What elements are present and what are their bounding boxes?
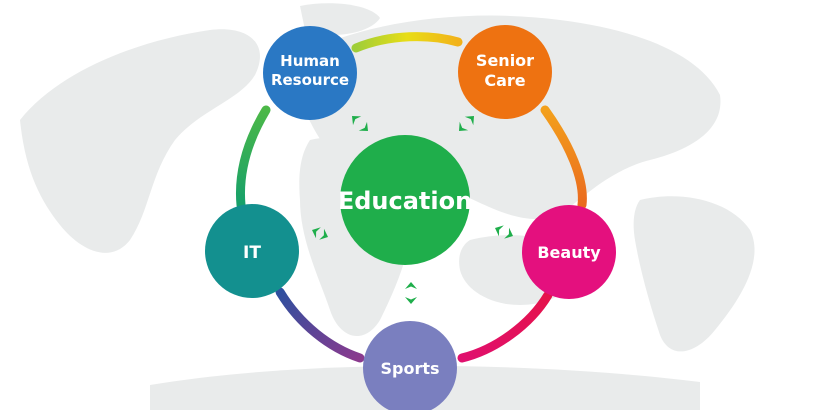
center-node-circle [340, 135, 470, 265]
ring-segment-bottom-left [275, 287, 365, 363]
arrow-education-senior-care-head-outer [459, 121, 469, 131]
node-sports-circle [363, 321, 457, 410]
arrow-education-sports-head-inner [405, 282, 417, 289]
arrow-education-beauty-head-outer [504, 227, 513, 239]
node-human-resource-circle [263, 26, 357, 120]
arrow-education-it-head-inner [319, 228, 328, 240]
ring-segment-right [540, 105, 587, 210]
node-senior-care-circle [458, 25, 552, 119]
arrow-education-sports-head-outer [405, 297, 417, 304]
arrow-education-human-resource [352, 116, 368, 131]
arrow-education-beauty [495, 225, 513, 239]
ring-segment-left [236, 105, 271, 210]
node-beauty-label: Beauty [537, 243, 601, 262]
node-sports[interactable]: Sports [363, 321, 457, 410]
map-landmass-greenland [300, 3, 380, 35]
arrow-education-beauty-head-inner [495, 225, 504, 237]
arrow-education-it-head-outer [312, 227, 321, 239]
node-it[interactable]: IT [205, 204, 299, 298]
arrow-education-human-resource-head-outer [358, 121, 368, 131]
arrow-education-sports [405, 282, 417, 304]
node-senior-care-label-line2: Care [484, 71, 525, 90]
arrow-education-senior-care-head-inner [464, 116, 474, 126]
center-node-education[interactable]: Education [338, 135, 472, 265]
node-human-resource[interactable]: Human Resource [263, 26, 357, 120]
node-sports-label: Sports [380, 359, 439, 378]
map-landmass-south-america [633, 196, 755, 352]
arrow-education-senior-care [459, 116, 474, 131]
node-beauty[interactable]: Beauty [522, 205, 616, 299]
arrows [312, 116, 513, 304]
center-node-label: Education [338, 187, 472, 215]
ring-segment-top [351, 32, 463, 53]
ring-segment-bottom-right [457, 290, 553, 363]
node-it-label: IT [243, 243, 261, 263]
node-senior-care-label-line1: Senior [476, 51, 534, 70]
node-senior-care[interactable]: Senior Care [458, 25, 552, 119]
node-it-circle [205, 204, 299, 298]
ring [236, 32, 587, 363]
arrow-education-it [312, 227, 328, 240]
arrow-education-human-resource-head-inner [352, 116, 362, 126]
map-landmass-north-america [20, 29, 260, 253]
node-human-resource-label-line2: Resource [271, 71, 349, 89]
node-beauty-circle [522, 205, 616, 299]
node-human-resource-label-line1: Human [280, 52, 340, 70]
